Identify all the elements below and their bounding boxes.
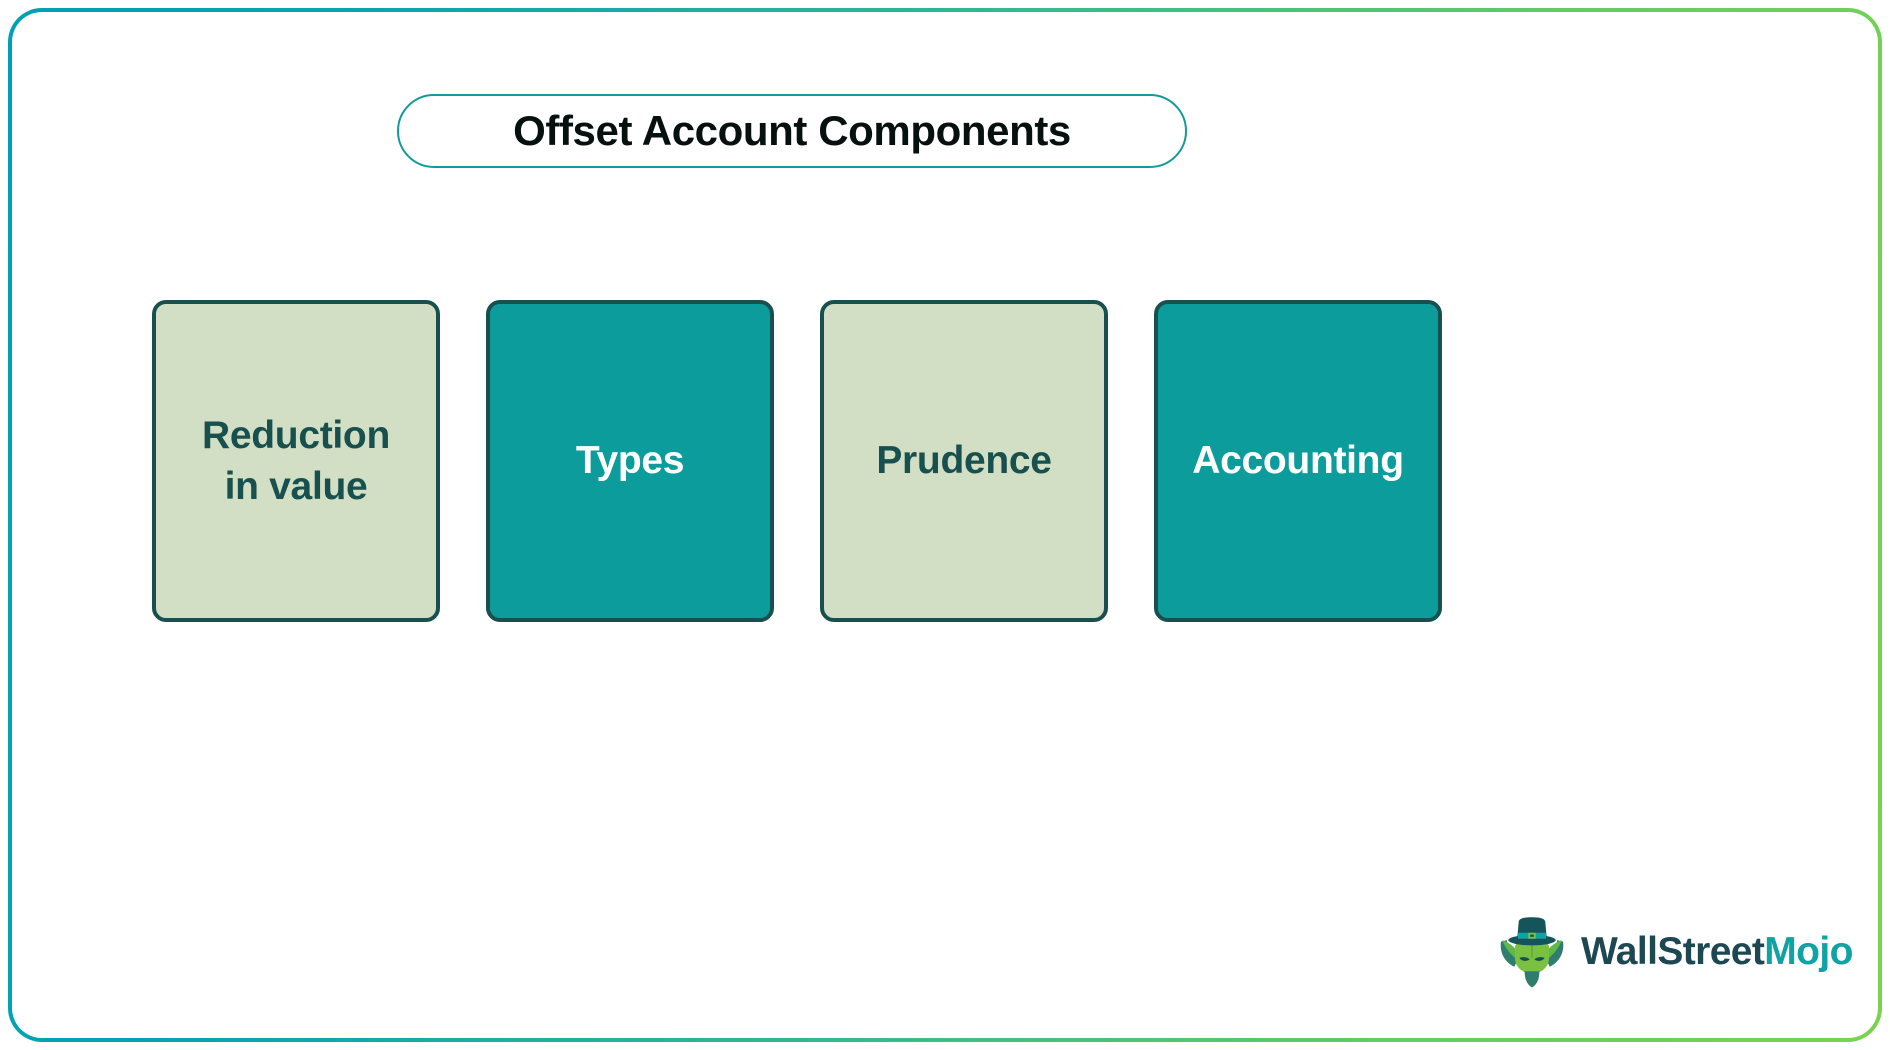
page-title-pill: Offset Account Components [397, 94, 1187, 168]
component-card-label: Accounting [1192, 439, 1404, 483]
component-card-prudence[interactable]: Prudence [820, 300, 1108, 622]
component-card-label: Prudence [876, 439, 1052, 483]
wordmark-part-mojo: Mojo [1764, 930, 1853, 973]
component-card-accounting[interactable]: Accounting [1154, 300, 1442, 622]
wallstreetmojo-wordmark: WallStreetMojo [1581, 930, 1853, 974]
wordmark-part-wallstreet: WallStreet [1581, 930, 1765, 973]
wallstreetmojo-bull-mascot-icon [1495, 915, 1569, 989]
component-card-label: Types [575, 439, 685, 483]
page-title: Offset Account Components [513, 107, 1071, 154]
component-card-types[interactable]: Types [486, 300, 774, 622]
wallstreetmojo-logo[interactable]: WallStreetMojo [1495, 910, 1853, 994]
